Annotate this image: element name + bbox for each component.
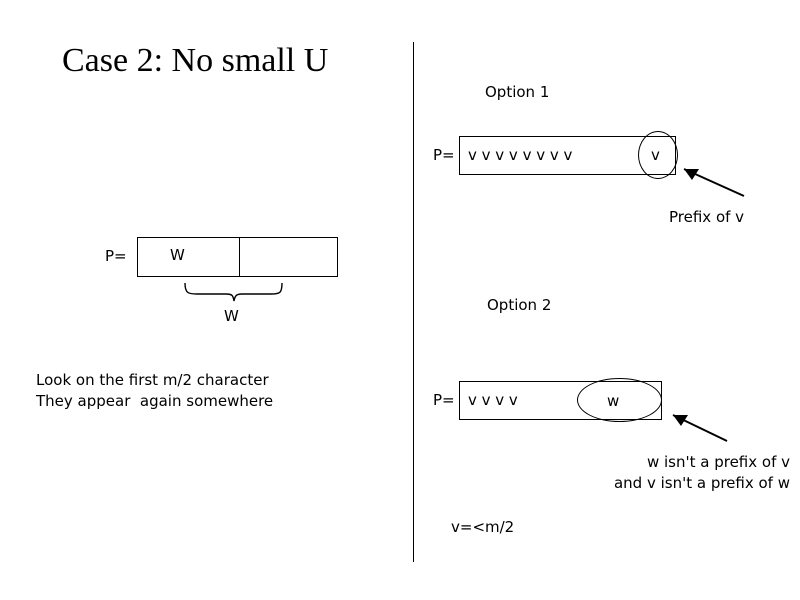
page-title: Case 2: No small U [62, 42, 329, 79]
option-1-label: Option 1 [485, 83, 550, 101]
option1-highlight-ellipse [638, 131, 678, 179]
note-text: Look on the first m/2 character They app… [36, 371, 274, 410]
option2-cells: v v v v [468, 391, 518, 409]
p-equals-label-option2: P= [433, 391, 455, 409]
p-equals-label-option1: P= [433, 146, 455, 164]
vertical-divider-icon [413, 42, 414, 562]
w-box-label: W [170, 246, 185, 264]
brace-label: W [224, 307, 239, 325]
option2-circled-cell: w [607, 392, 620, 410]
conclusion-text: w isn't a prefix of v and v isn't a pref… [613, 453, 790, 492]
option1-circled-cell: v [651, 146, 660, 164]
option2-highlight-ellipse [577, 378, 662, 422]
curly-brace-icon [184, 282, 283, 302]
prefix-of-v-label: Prefix of v [669, 208, 745, 226]
p-equals-label-w: P= [105, 247, 127, 265]
w-inner-box [137, 237, 240, 277]
arrow-up-left-icon-lower [672, 414, 728, 442]
bottom-note: v=<m/2 [451, 518, 515, 536]
option-2-label: Option 2 [487, 296, 552, 314]
arrow-up-left-icon-upper [683, 168, 745, 197]
option1-cells: v v v v v v v v [468, 146, 573, 164]
